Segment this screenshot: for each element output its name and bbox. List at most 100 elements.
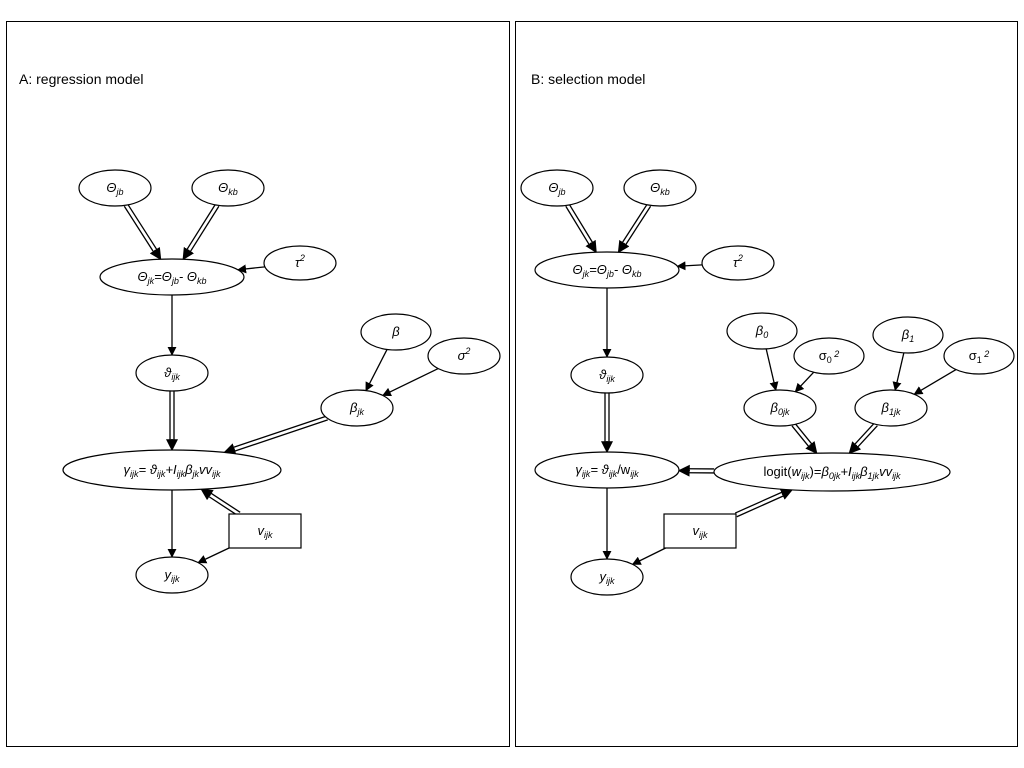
node-a-beta-jk: βjk: [320, 389, 394, 427]
node-b-y-label: yijk: [599, 569, 615, 586]
node-b-theta-kb-shape: [623, 169, 697, 207]
edge-b-logit-to-b-gamma: [677, 464, 715, 477]
edge-line: [892, 352, 905, 391]
node-a-theta-kb-shape: [191, 169, 265, 207]
node-b-theta-jk: Θjk=Θjb- Θkb: [534, 251, 680, 289]
node-b-v-shape: [663, 513, 737, 549]
node-b-v: vijk: [663, 513, 737, 549]
node-b-beta0jk-label: β0jk: [770, 400, 790, 417]
node-a-v: vijk: [228, 513, 302, 549]
node-a-theta-kb: Θkb: [191, 169, 265, 207]
node-a-gamma-label: γijk= ϑijk+Iijkβjkvvijk: [123, 462, 221, 479]
node-b-tau2-shape: [701, 245, 775, 281]
node-a-beta-jk-shape: [320, 389, 394, 427]
edge-b-beta1-to-b-beta1jk: [892, 352, 905, 391]
edge-b-beta0jk-to-b-logit: [791, 423, 818, 455]
edge-line: [237, 264, 265, 274]
node-b-theta-jk-shape: [534, 251, 680, 289]
node-a-gamma-shape: [62, 449, 282, 491]
edge-arrowhead: [617, 239, 630, 254]
node-b-beta0: β0: [726, 312, 798, 350]
edge-arrowhead: [779, 488, 794, 500]
edges-layer: [123, 203, 957, 565]
edge-b-v-to-b-y: [631, 547, 666, 565]
node-a-vartheta: ϑijk: [135, 354, 209, 392]
edge-a-vartheta-to-a-gamma: [166, 391, 178, 452]
node-b-beta1-label: β1: [901, 327, 914, 344]
node-a-theta-jk-shape: [99, 258, 245, 296]
node-b-beta0-shape: [726, 312, 798, 350]
edge-a-beta-jk-to-a-gamma: [223, 415, 328, 455]
node-a-y-label: yijk: [164, 567, 180, 584]
edge-b-tau2-to-b-theta-jk: [676, 261, 703, 271]
edge-rail-1: [185, 203, 217, 251]
node-b-logit: logit(wijk)=β0jk+Iijkβ1jkvvijk: [713, 452, 951, 492]
node-a-gamma: γijk= ϑijk+Iijkβjkvvijk: [62, 449, 282, 491]
panel-b-title: B: selection model: [531, 71, 646, 87]
node-a-tau2: τ2: [263, 245, 337, 281]
panel-a-regression-model: [6, 21, 510, 747]
edge-a-sigma2-to-a-beta-jk: [382, 367, 439, 397]
node-a-theta-jk-label: Θjk=Θjb- Θkb: [138, 269, 207, 286]
node-a-beta-jk-label: βjk: [349, 400, 364, 417]
node-b-logit-shape: [713, 452, 951, 492]
edge-arrowhead: [848, 441, 862, 455]
edge-rail-1: [853, 422, 875, 446]
edge-rail-1: [209, 491, 241, 513]
edge-line: [913, 369, 957, 395]
node-a-tau2-shape: [263, 245, 337, 281]
node-a-sigma2-shape: [427, 337, 501, 375]
edge-rail-2: [207, 495, 239, 517]
edge-arrowhead: [223, 443, 237, 455]
node-b-y: yijk: [570, 558, 644, 596]
edge-rail-2: [734, 491, 784, 514]
edge-rail-2: [127, 203, 158, 251]
edge-line: [197, 547, 230, 564]
edge-rail-1: [621, 203, 648, 244]
node-a-y: yijk: [135, 556, 209, 594]
node-b-sigma0-label: σ0 2: [819, 348, 840, 365]
edge-arrowhead: [149, 246, 162, 261]
edge-b-sigma0-to-b-beta0jk: [794, 371, 815, 393]
edge-arrowhead: [585, 239, 597, 254]
edge-line: [676, 261, 703, 271]
node-b-theta-jk-label: Θjk=Θjb- Θkb: [573, 262, 642, 279]
node-a-theta-kb-label: Θkb: [218, 180, 238, 197]
node-b-sigma0-shape: [793, 337, 865, 375]
edge-rail-2: [794, 423, 814, 446]
node-b-vartheta-label: ϑijk: [599, 367, 615, 384]
node-b-beta0jk: β0jk: [743, 389, 817, 427]
node-a-theta-jb-shape: [78, 169, 152, 207]
edge-line: [382, 367, 439, 397]
edge-rail-1: [232, 415, 327, 449]
edge-rail-2: [856, 425, 878, 449]
edge-arrowhead: [182, 246, 195, 261]
node-b-theta-jb: Θjb: [520, 169, 594, 207]
edge-a-v-to-a-y: [197, 547, 230, 564]
node-b-theta-jb-label: Θjb: [548, 180, 565, 197]
node-b-vartheta-shape: [570, 356, 644, 394]
node-a-theta-jk: Θjk=Θjb- Θkb: [99, 258, 245, 296]
node-a-v-label: vijk: [258, 523, 273, 540]
edge-rail-2: [189, 205, 220, 254]
edge-b-theta-jb-to-b-theta-jk: [565, 203, 597, 254]
node-b-sigma0: σ0 2: [793, 337, 865, 375]
edge-b-vartheta-to-b-gamma: [601, 393, 613, 454]
node-a-beta-shape: [360, 313, 432, 351]
edge-a-theta-jb-to-a-theta-jk: [123, 203, 162, 261]
node-b-beta1jk-label: β1jk: [881, 400, 901, 417]
node-a-theta-jb: Θjb: [78, 169, 152, 207]
edge-line: [365, 349, 388, 392]
edge-b-beta1jk-to-b-logit: [848, 422, 878, 455]
edge-a-theta-kb-to-a-theta-jk: [182, 203, 220, 261]
node-b-sigma1: σ1 2: [943, 337, 1015, 375]
edge-rail-1: [736, 494, 785, 518]
panel-b-selection-model: [515, 21, 1018, 747]
node-b-beta1-shape: [872, 316, 944, 354]
edge-b-theta-kb-to-b-theta-jk: [617, 203, 652, 254]
edge-rail-1: [123, 205, 155, 254]
node-a-tau2-label: τ2: [295, 253, 305, 270]
node-b-sigma1-shape: [943, 337, 1015, 375]
edge-rail-1: [565, 205, 591, 246]
